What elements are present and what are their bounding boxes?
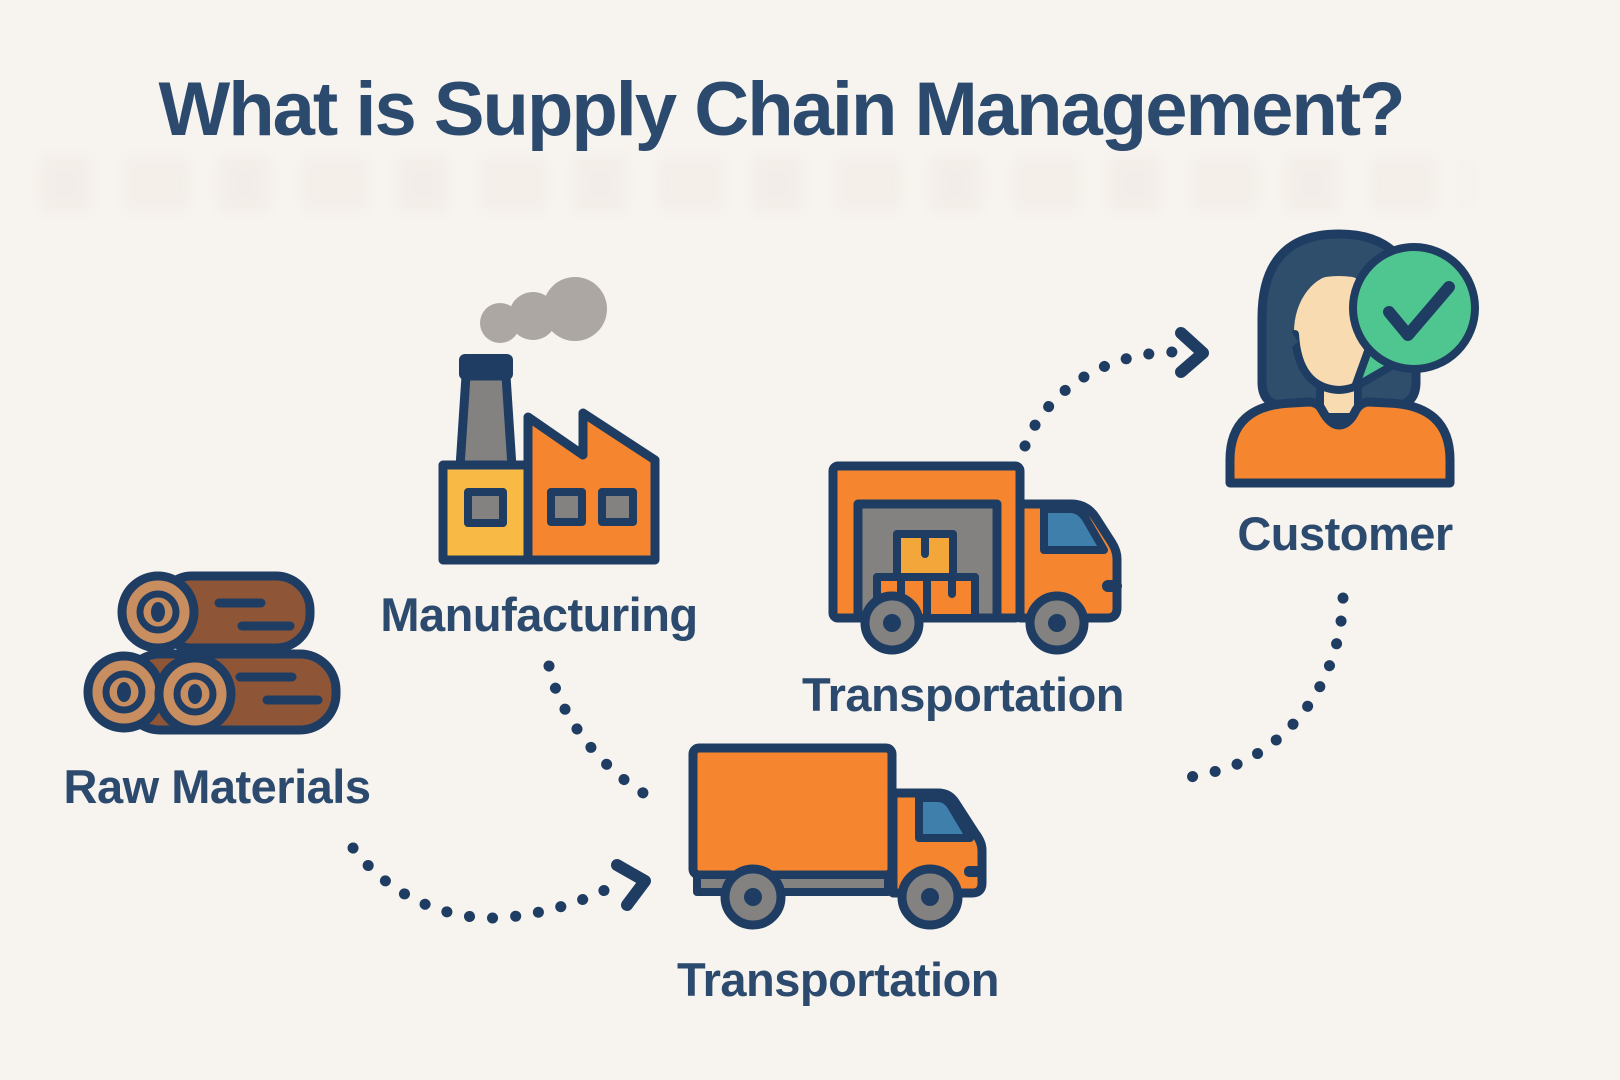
ghost-watermark-row [40,156,1470,212]
loading-truck-icon [828,461,1122,655]
checkmark-icon [1383,281,1455,341]
person-checkmark-icon [1225,229,1479,488]
dotted-arrow-raw-to-truck [347,842,619,924]
dotted-arrow-truck-to-customer [1019,346,1178,452]
shoulders-shape [1225,397,1455,488]
box-truck-icon [688,743,987,930]
label-customer: Customer [1237,507,1453,560]
arrowhead-raw-to-truck [611,859,651,911]
dotted-arrow-customer-down [1179,592,1349,784]
dotted-arrow-manufacturing-to-truck [543,660,656,803]
factory-icon [438,277,660,565]
check-bubble [1349,243,1479,373]
logs-icon [83,571,341,735]
page-title: What is Supply Chain Management? [158,67,1406,152]
arrowhead-truck-to-customer [1175,327,1209,378]
label-transportation-top: Transportation [801,668,1125,721]
label-transportation-bottom: Transportation [676,953,1000,1006]
label-manufacturing: Manufacturing [380,588,698,641]
label-raw-materials: Raw Materials [63,760,371,813]
